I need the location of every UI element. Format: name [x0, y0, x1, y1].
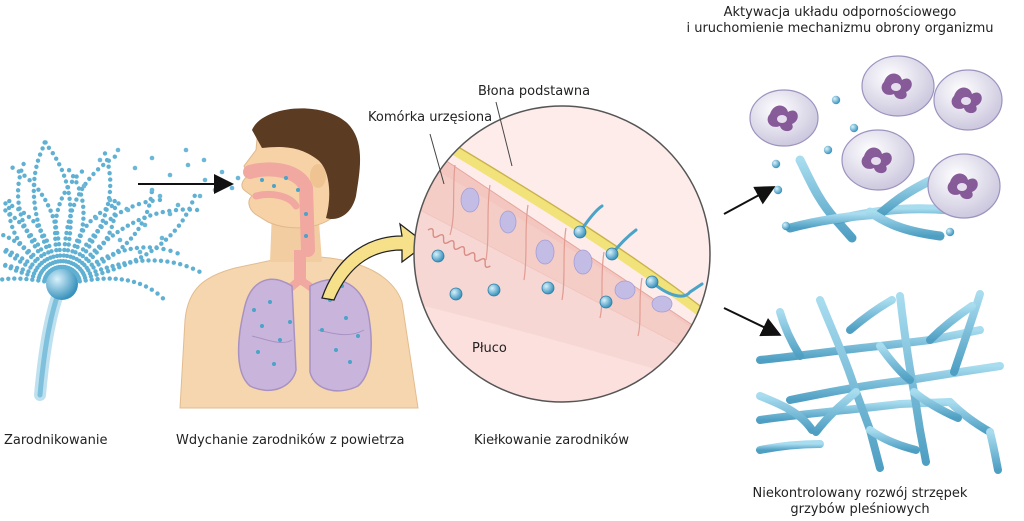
label-basement-membrane: Błona podstawna — [478, 84, 591, 99]
label-sporulation: Zarodnikowanie — [4, 433, 108, 448]
arrow-to-hyphae — [723, 307, 782, 337]
label-uncontrolled-hyphae: Niekontrolowany rozwój strzępek grzybów … — [730, 486, 990, 518]
airborne-spores — [81, 147, 241, 255]
label-immune-line2: i uruchomienie mechanizmu obrony organiz… — [686, 21, 994, 36]
hyphae-network-illustration — [756, 290, 1004, 474]
label-hyphae-line1: Niekontrolowany rozwój strzępek — [752, 486, 968, 501]
zoomed-tissue-circle — [413, 105, 711, 403]
immune-response-illustration — [749, 55, 1003, 243]
label-immune-line1: Aktywacja układu odpornościowego — [723, 5, 957, 20]
person-illustration — [179, 108, 419, 409]
arrow-to-immune — [723, 186, 776, 215]
pointer-basement-membrane — [495, 101, 513, 167]
label-lung: Płuco — [472, 341, 507, 356]
label-hyphae-line2: grzybów pleśniowych — [790, 502, 930, 517]
conidiophore-illustration — [0, 140, 202, 401]
label-immune-activation: Aktywacja układu odpornościowego i uruch… — [660, 5, 1020, 37]
label-inhalation: Wdychanie zarodników z powietrza — [176, 433, 405, 448]
label-ciliated-cell: Komórka urzęsiona — [368, 110, 493, 125]
pointer-ciliated-cell — [429, 133, 445, 185]
label-germination: Kiełkowanie zarodników — [474, 433, 629, 448]
